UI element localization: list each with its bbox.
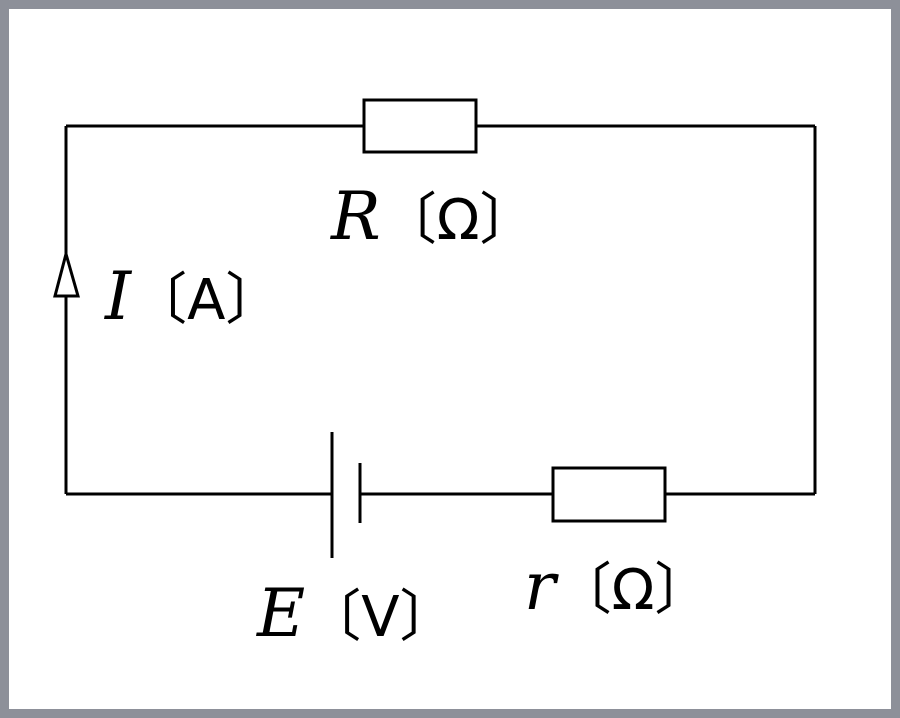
symbol-I: I [105,258,132,335]
label-current-I: I〔A〕 [105,264,281,330]
symbol-r: r [524,548,556,625]
label-resistor-R: R〔Ω〕 [331,184,536,250]
resistor-r [551,466,667,523]
unit-R: 〔Ω〕 [380,188,536,253]
label-emf-E: E〔V〕 [257,581,456,647]
current-arrow-icon [53,248,80,298]
label-internal-r: r〔Ω〕 [524,554,710,620]
unit-r: 〔Ω〕 [555,558,711,623]
unit-I: 〔A〕 [131,268,282,333]
unit-E: 〔V〕 [305,585,456,650]
symbol-R: R [331,178,381,255]
resistor-R [362,98,478,154]
symbol-E: E [257,575,306,652]
